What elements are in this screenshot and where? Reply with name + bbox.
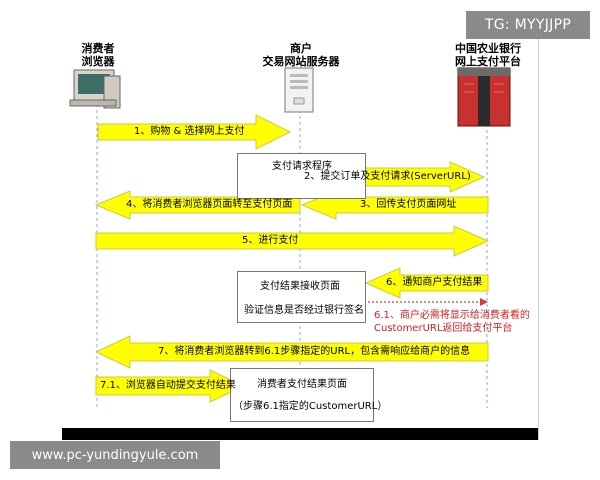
actor-consumer-label: 消费者 浏览器 [81, 42, 115, 68]
step-5-label: 5、进行支付 [242, 235, 299, 246]
arrow-step-1 [97, 114, 292, 150]
actor-merchant-label: 商户 交易网站服务器 [262, 42, 340, 68]
step-1-label: 1、购物 & 选择网上支付 [134, 126, 245, 137]
actor-bank-label: 中国农业银行 网上支付平台 [455, 42, 521, 68]
arrow-step-6 [364, 267, 489, 299]
result-page-title: 消费者支付结果页面 [257, 379, 347, 390]
payment-request-box: 支付请求程序 [237, 153, 366, 199]
result-receive-label: 支付结果接收页面 [260, 281, 340, 292]
bank-mainframe-icon [457, 67, 511, 127]
step-4-label: 4、将消费者浏览器页面转至支付页面 [126, 199, 293, 210]
step-3-label: 3、回传支付页面网址 [360, 199, 457, 210]
step-6-1-note: 6.1、商户必需将显示给消费者看的 CustomerURL返回给支付平台 [374, 310, 530, 334]
arrow-step-7-1 [95, 369, 246, 403]
step-2-label: 2、提交订单及支付请求(ServerURL) [304, 171, 471, 182]
payment-request-label: 支付请求程序 [272, 161, 332, 172]
verify-signature-label: 验证信息是否经过银行签名 [244, 305, 364, 316]
result-receive-box: 支付结果接收页面 验证信息是否经过银行签名 [237, 271, 366, 323]
step-6-label: 6、通知商户支付结果 [386, 277, 483, 288]
result-page-box: 消费者支付结果页面 （步骤6.1指定的CustomerURL） [230, 368, 387, 422]
step-7-1-label: 7.1、浏览器自动提交支付结果 [100, 380, 236, 391]
bottom-black-band [62, 428, 538, 440]
watermark-top-badge: TG: MYYJJPP [466, 11, 590, 39]
arrow-step-6-1-head [480, 298, 488, 306]
result-page-subtitle: （步骤6.1指定的CustomerURL） [233, 401, 388, 412]
consumer-pc-icon [69, 69, 121, 109]
merchant-server-icon [284, 67, 314, 113]
arrow-step-5 [95, 225, 490, 257]
step-7-label: 7、将消费者浏览器转到6.1步骤指定的URL，包含需响应给商户的信息 [158, 346, 471, 357]
watermark-bottom-badge: www.pc-yundingyule.com [10, 441, 220, 469]
arrow-step-7 [94, 335, 489, 369]
